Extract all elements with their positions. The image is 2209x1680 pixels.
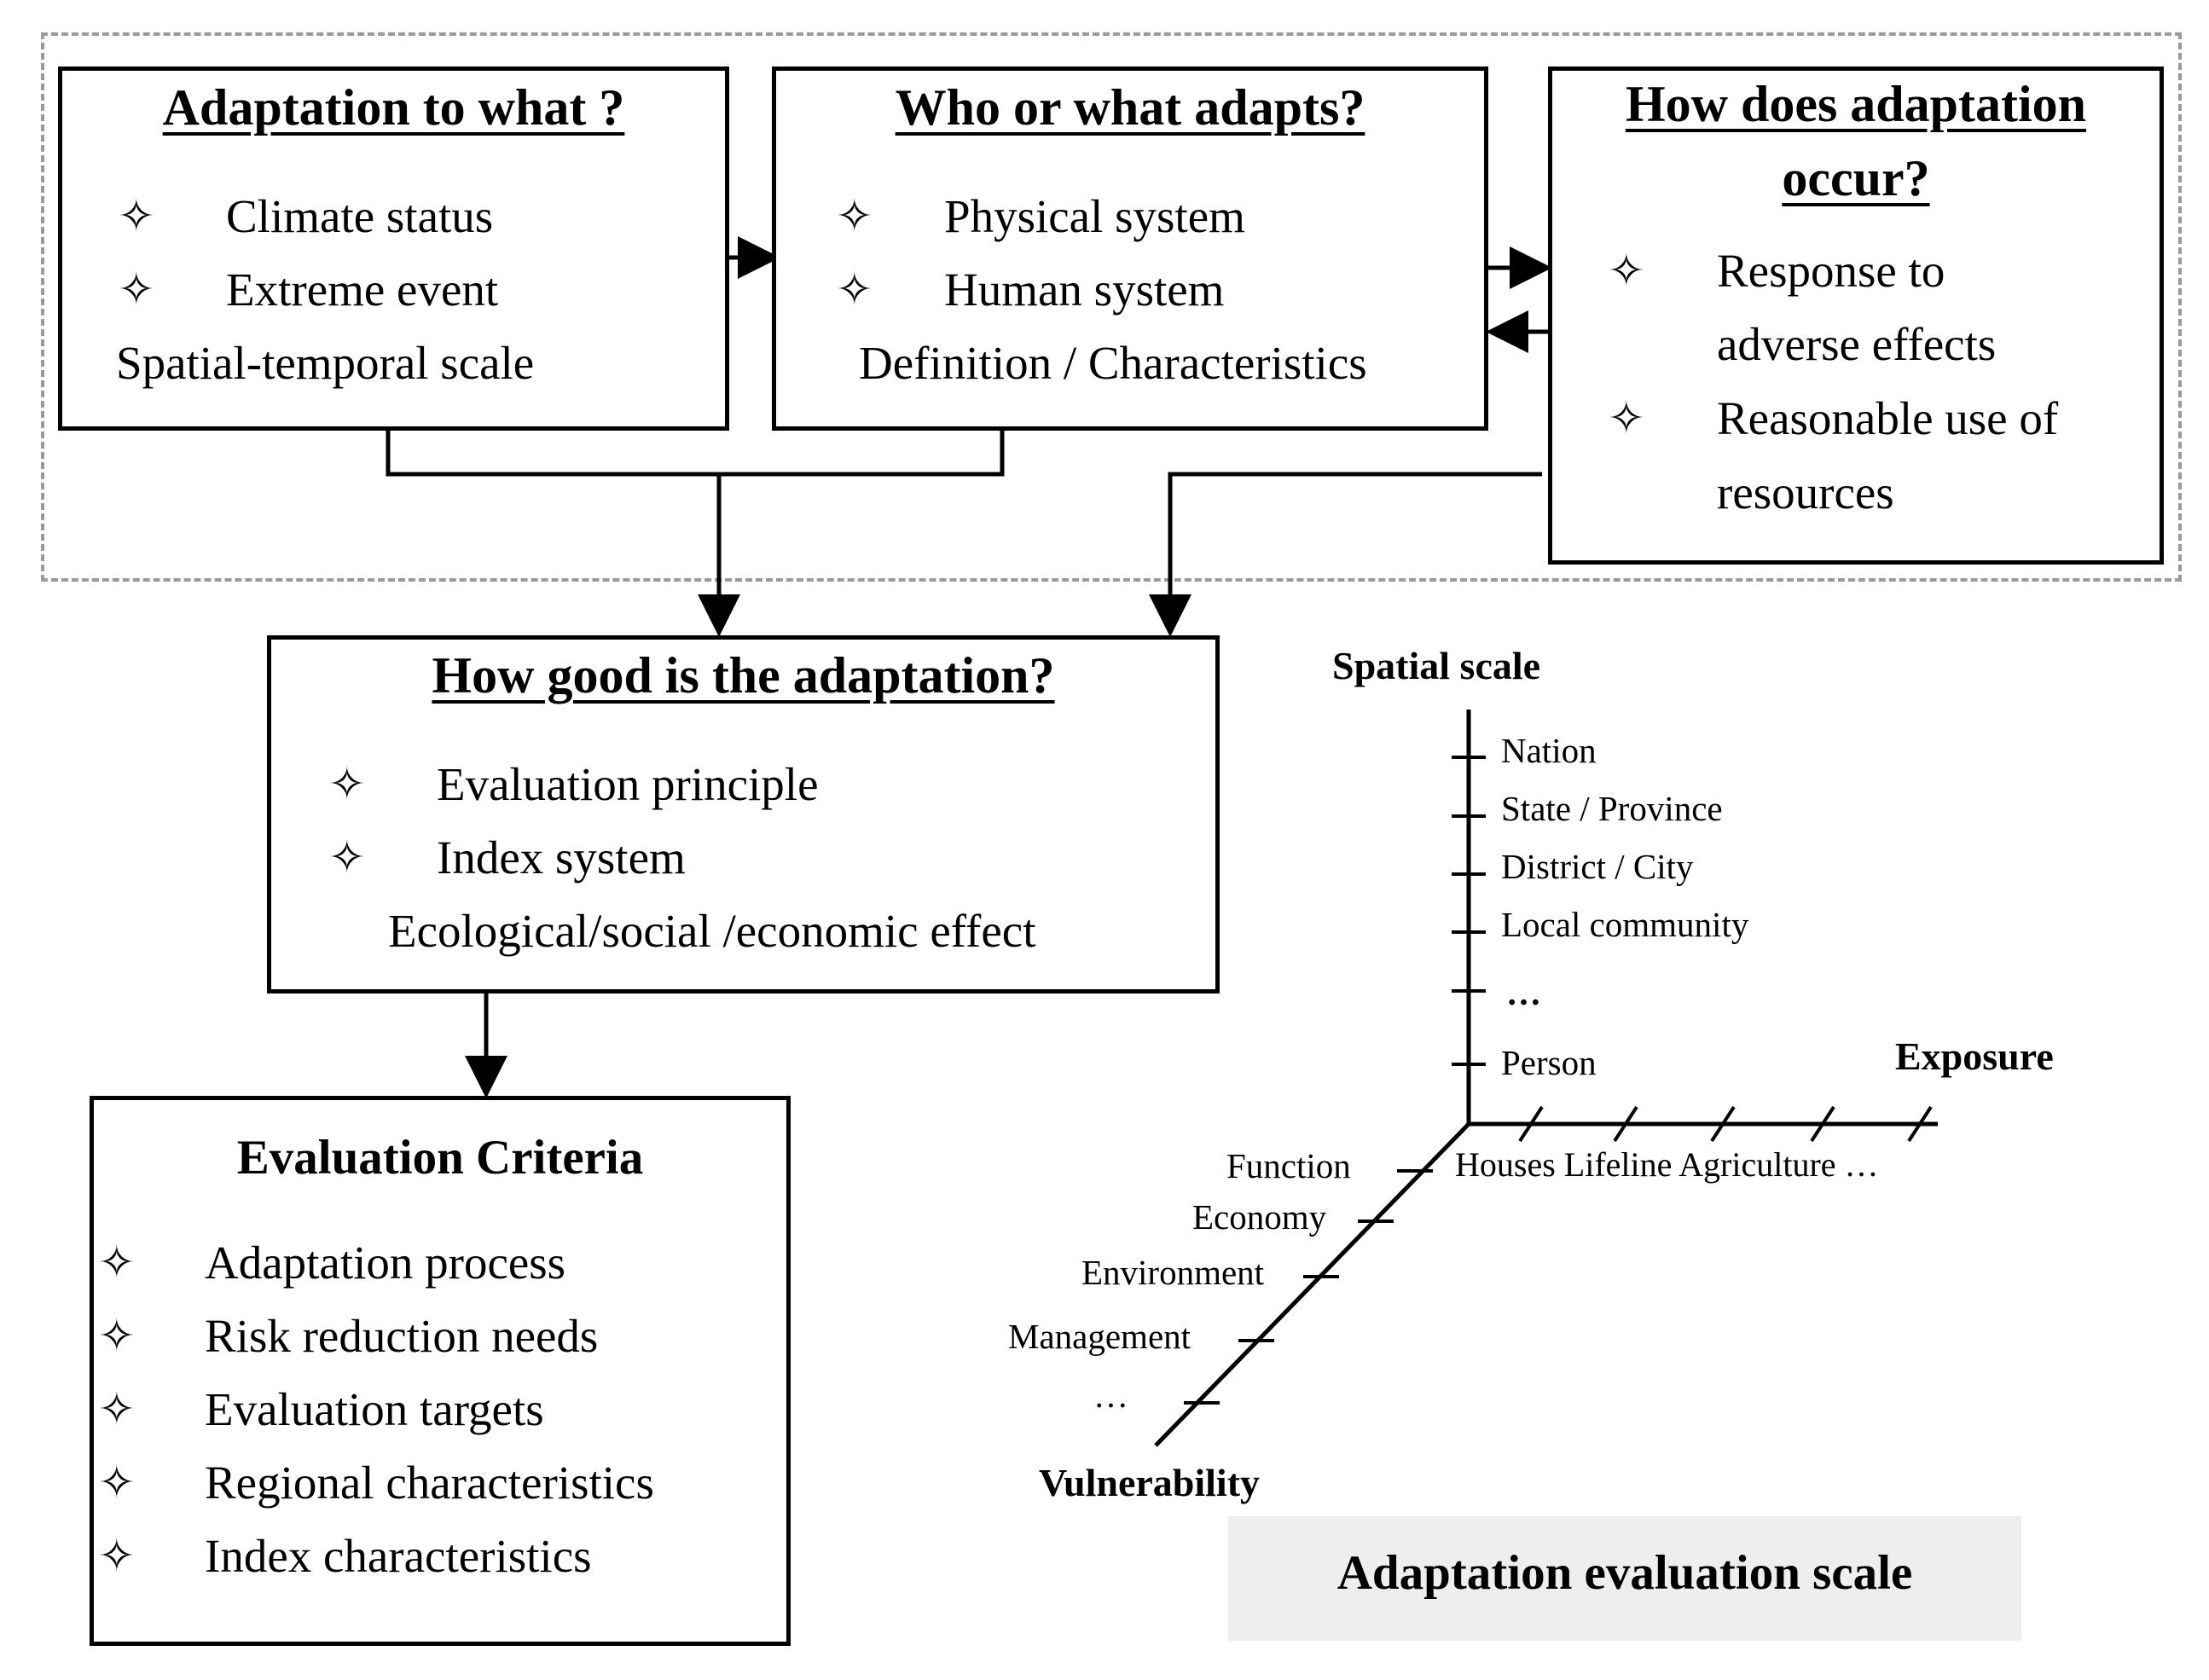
vulnerability-tick-label: Function [1226, 1146, 1351, 1185]
box-adaptation-to-what [58, 67, 729, 431]
vulnerability-tick-label: Management [1008, 1317, 1191, 1356]
box4-note: Ecological/social /economic effect [388, 905, 1036, 957]
box3-item1-line2: adverse effects [1717, 318, 1997, 370]
bullet-icon: ✧ [98, 1384, 136, 1435]
vulnerability-axis-ticks [1184, 1169, 1433, 1405]
scale-caption: Adaptation evaluation scale [1336, 1546, 1913, 1600]
bullet-icon: ✧ [98, 1531, 136, 1582]
spatial-tick-label: Nation [1501, 731, 1597, 770]
box2-note: Definition / Characteristics [859, 337, 1367, 389]
bullet-icon: ✧ [118, 264, 155, 316]
box5-item: Regional characteristics [205, 1457, 654, 1509]
box5-title: Evaluation Criteria [236, 1131, 644, 1185]
box1-title: Adaptation to what ? [162, 79, 625, 136]
vulnerability-tick-label: Economy [1192, 1197, 1327, 1237]
box5-item: Evaluation targets [205, 1383, 544, 1435]
bracket-box1-box2 [386, 431, 1005, 477]
box2-item1: Physical system [944, 190, 1245, 242]
box-how-adaptation-occurs [1548, 67, 2164, 565]
bullet-icon: ✧ [98, 1237, 136, 1289]
box5-item: Index characteristics [205, 1530, 592, 1582]
spatial-tick-label: District / City [1501, 847, 1694, 886]
bullet-icon: ✧ [836, 264, 873, 316]
bullet-icon: ✧ [836, 191, 873, 242]
box-who-adapts [772, 67, 1488, 431]
spatial-tick-label: … [1506, 973, 1541, 1012]
box4-item2: Index system [437, 831, 686, 883]
spatial-scale-label: Spatial scale [1332, 644, 1541, 687]
spatial-axis-ticks [1452, 756, 1486, 1066]
box3-title-line2: occur? [1782, 150, 1930, 206]
vulnerability-label: Vulnerability [1039, 1461, 1261, 1504]
spatial-tick-label: State / Province [1501, 789, 1723, 828]
vulnerability-tick-label: … [1093, 1376, 1128, 1415]
spatial-tick-label: Local community [1501, 905, 1749, 944]
vulnerability-axis [1154, 1122, 1470, 1447]
box4-title: How good is the adaptation? [432, 647, 1055, 704]
box4-item1: Evaluation principle [437, 758, 819, 810]
bullet-icon: ✧ [98, 1457, 136, 1509]
exposure-axis-ticks [1518, 1105, 1933, 1143]
spatial-tick-label: Person [1501, 1043, 1597, 1082]
box3-title-line1: How does adaptation [1625, 76, 2087, 132]
box3-item2-line2: resources [1717, 466, 1894, 518]
top-dashed-frame [41, 32, 2182, 582]
bullet-icon: ✧ [328, 832, 366, 883]
box1-item2: Extreme event [226, 264, 499, 316]
bullet-icon: ✧ [1608, 393, 1645, 444]
bullet-icon: ✧ [118, 191, 155, 242]
box5-item: Adaptation process [205, 1237, 566, 1289]
box1-note: Spatial-temporal scale [116, 337, 535, 389]
exposure-label: Exposure [1895, 1034, 2054, 1078]
box2-title: Who or what adapts? [895, 79, 1365, 136]
elbow-box3-to-box4 [1149, 472, 1542, 637]
exposure-tick-labels: Houses Lifeline Agriculture … [1455, 1145, 1879, 1184]
box3-item2-line1: Reasonable use of [1717, 392, 2059, 444]
box5-item: Risk reduction needs [205, 1310, 599, 1362]
box-how-good-is-adaptation [267, 635, 1220, 994]
bullet-icon: ✧ [1608, 246, 1645, 297]
box1-item1: Climate status [226, 190, 494, 242]
box2-item2: Human system [944, 264, 1225, 316]
vulnerability-tick-label: Environment [1081, 1253, 1265, 1292]
bullet-icon: ✧ [98, 1311, 136, 1362]
box-evaluation-criteria [90, 1096, 791, 1646]
box3-item1-line1: Response to [1717, 245, 1945, 297]
bullet-icon: ✧ [328, 759, 366, 810]
scale-caption-background [1228, 1516, 2021, 1641]
